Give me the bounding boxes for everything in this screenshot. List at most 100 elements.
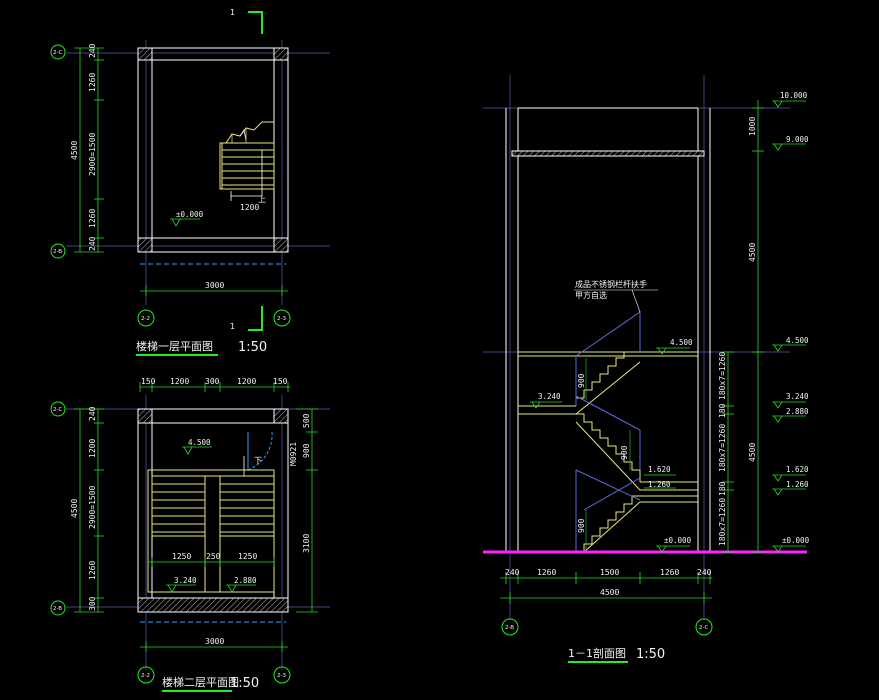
plan1-dim-v3: 1260 [88,209,97,228]
section-axis-left: 2-B [501,618,519,636]
plan2-stair-dim1: 250 [206,552,221,561]
section-note: 成品不锈钢栏杆扶手 甲方自选 [574,279,658,313]
section-axis-right: 2-C [695,618,713,636]
section-dim-total: 4500 [600,588,619,597]
section-roof-slab [511,150,705,157]
section-right-dim1: 4500 [748,243,757,262]
plan2-dim-v2: 2900=1500 [88,485,97,529]
plan2-axis-bottom-label: 2-B [53,606,62,612]
section-bottom-dim3: 1260 [660,568,679,577]
plan1-stair [219,121,275,190]
plan2-elev-0: 4.500 [188,438,211,447]
section-bottom-dim2: 1500 [600,568,619,577]
section-elev-1: 9.000 [786,135,809,144]
section-rail-heights: 900 900 900 [577,358,631,550]
section-right-dims [752,100,764,553]
plan1-dims-left [74,47,104,253]
section-walls [505,107,711,552]
plan2-axis-left-label: 2-2 [141,673,150,679]
plan1-dims-bottom [140,285,288,296]
plan1-section-mark-bottom: 1 [230,322,235,331]
plan2-axis-bottom: 2-B [50,600,66,616]
plan2-elevation-right: 2.880 [226,576,257,593]
plan2-dim-v0: 240 [88,406,97,421]
section: 成品不锈钢栏杆扶手 甲方自选 4.500 3.240 1.620 1.260 ±… [483,75,810,663]
plan2-dim-top4: 150 [273,377,288,386]
plan2-elevation-left: 3.240 [166,576,197,593]
section-bottom-dim4: 240 [697,568,712,577]
section-scale: 1:50 [636,647,665,662]
section-elev-4: 2.880 [786,407,809,416]
plan2-axis-right: 2-3 [273,666,291,684]
section-bottom-dim1: 1260 [537,568,556,577]
section-flight-dim1: 180 [718,403,727,418]
plan2-dim-total: 4500 [70,499,79,518]
section-grid-lines [483,75,790,620]
plan1-axis-top-label: 2-C [53,50,62,56]
section-bottom-dims [500,572,712,604]
plan1-up-label: 上 [258,195,266,204]
plan2-axis-top: 2-C [50,401,66,417]
section-elev-7: ±0.000 [782,536,810,545]
section-elev-3: 3.240 [786,392,809,401]
plan2-dim-v4: 300 [88,596,97,611]
section-flight-dim2: 180x7=1260 [718,424,727,472]
plan1-elevation-label: ±0.000 [176,210,204,219]
plan2-dim-top2: 300 [205,377,220,386]
plan2-dims-left [74,408,104,613]
section-elev-2: 4.500 [786,336,809,345]
plan1-axis-bottom: 2-B [50,243,66,259]
plan1-elevation: ±0.000 [170,210,204,227]
section-rail-2: 900 [577,518,586,533]
plan1-axis-left-label: 2-2 [141,316,150,322]
section-flight-dim4: 180x7=1260 [718,498,727,546]
section-elev-5: 1.620 [786,465,809,474]
plan2-dim-r0: 500 [302,413,311,428]
plan2-walls [137,408,289,623]
section-right-dim0: 1000 [748,117,757,136]
plan1-dim-texts: 240 1260 2900=1500 1260 240 4500 [70,43,97,251]
section-flight-lower [576,495,641,553]
plan2-stair [147,469,275,593]
plan2-down-arrow: 下 [243,456,262,476]
section-landing-3: 1.260 [648,480,671,489]
plan2-dim-v1: 1200 [88,439,97,458]
section-axis-right-label: 2-C [699,625,708,631]
section-bottom-dim0: 240 [505,568,520,577]
plan2-dim-v3: 1260 [88,561,97,580]
plan1-dim-horizontal: 3000 [205,281,224,290]
section-landing-0: 4.500 [670,338,693,347]
section-right-dim2: 4500 [748,443,757,462]
plan2-axis-right-label: 2-3 [277,673,286,679]
plan1-title: 楼梯一层平面图 [136,339,213,353]
section-elevations-right: 10.000 9.000 4.500 3.240 2.880 1.620 1.2… [772,91,810,553]
section-floor-slab [518,351,698,503]
plan1: 上 1200 ±0.000 240 1260 2900=1500 1260 24… [50,8,330,356]
section-landing-labels: 4.500 3.240 1.620 1.260 ±0.000 [530,338,693,553]
plan2: 150 1200 300 1200 150 [50,377,330,692]
plan1-up-arrow: 上 1200 [230,150,266,212]
section-landing-1: 3.240 [538,392,561,401]
plan1-section-mark-top: 1 [230,8,235,17]
plan2-elev-1: 3.240 [174,576,197,585]
plan2-scale: 1:50 [230,676,259,691]
plan1-grid-lines [66,40,330,305]
plan1-dim-v2: 2900=1500 [88,132,97,176]
section-rail-0: 900 [577,373,586,388]
plan2-title: 楼梯二层平面图 [162,675,239,689]
section-flight-upper [575,351,641,415]
section-elev-0: 10.000 [780,91,808,100]
plan2-elevation-top: 4.500 [182,438,212,455]
plan1-axis-right: 2-3 [273,309,291,327]
section-handrails [575,311,641,552]
plan1-dim-v4: 240 [88,236,97,251]
section-flight-middle [575,413,641,491]
plan2-stair-dims [148,557,275,567]
plan2-stair-dim0: 1250 [172,552,191,561]
section-note-line2: 甲方自选 [575,290,607,300]
plan1-axis-bottom-label: 2-B [53,249,62,255]
plan2-door-mark: M0921 [289,442,298,466]
section-flight-dim3: 180 [718,481,727,496]
section-landing-4: ±0.000 [664,536,692,545]
